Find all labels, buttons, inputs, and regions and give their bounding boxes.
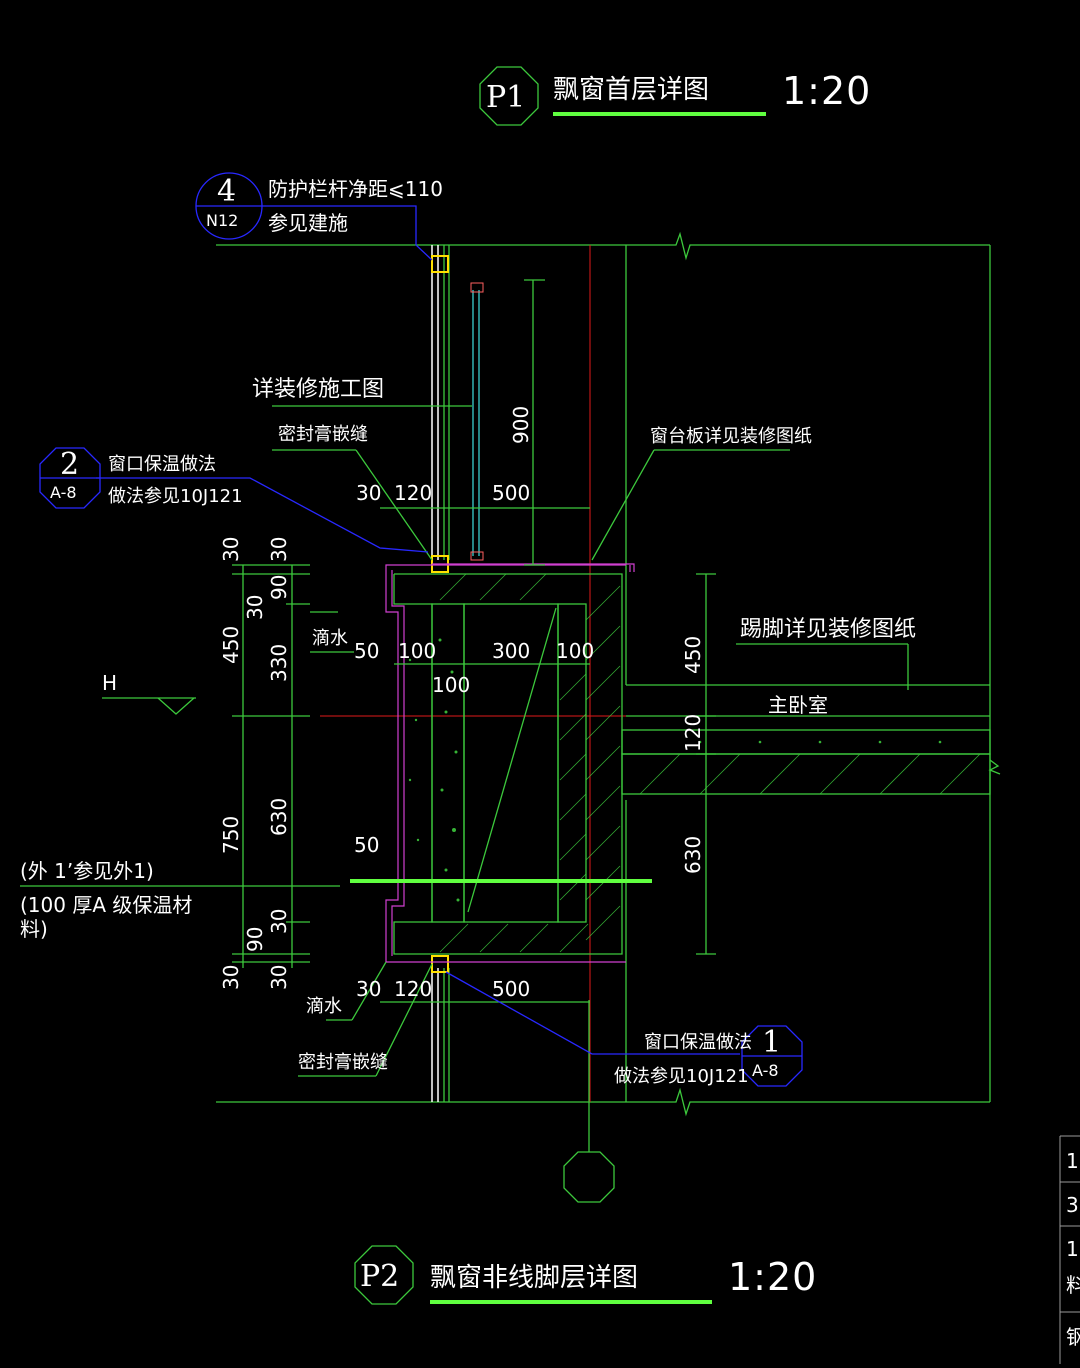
annotation-notes: 详装修施工图 密封膏嵌缝 窗台板详见装修图纸 滴水 踢脚详见装修图纸 主卧室 H… [20, 377, 916, 1073]
p1-symbol-label: P1 [486, 80, 525, 115]
note-sill-board: 窗台板详见装修图纸 [650, 426, 812, 447]
note-sealant-top: 密封膏嵌缝 [278, 423, 368, 445]
dim-left-30d: 30 [267, 909, 291, 934]
ref-1-number: 1 [762, 1025, 781, 1060]
dim-right-450: 450 [681, 636, 705, 674]
ref-2-number: 2 [60, 447, 79, 482]
ref-4-sheet: N12 [206, 211, 238, 230]
note-ext-ref: (外 1’参见外1) [20, 859, 154, 883]
ref-4-line1: 防护栏杆净距⩽110 [268, 177, 443, 201]
dim-bot-120: 120 [394, 977, 432, 1001]
dim-right-630: 630 [681, 836, 705, 874]
ref-bubble-2-a8: 2 A-8 窗口保温做法 做法参见10J121 [39, 447, 243, 509]
dim-left-30e: 30 [219, 965, 243, 990]
p1-scale: 1:20 [782, 69, 871, 113]
note-drip-bottom: 滴水 [306, 996, 342, 1017]
dim-left-330: 330 [267, 644, 291, 682]
dim-in-100b: 100 [556, 639, 594, 663]
dimension-lines [102, 279, 716, 1003]
note-insulation-1: (100 厚A 级保温材 [20, 893, 192, 917]
dim-in-100a: 100 [398, 639, 436, 663]
leaders [20, 205, 909, 1077]
dim-left-750: 750 [219, 816, 243, 854]
side-table-row-5: 钢 [1066, 1325, 1080, 1349]
dim-in-300: 300 [492, 639, 530, 663]
note-insulation-2: 料) [20, 917, 48, 941]
p1-symbol-octagon [479, 66, 539, 126]
top-title-block: P1 飘窗首层详图 1:20 [479, 66, 871, 126]
p2-scale: 1:20 [728, 1255, 817, 1299]
side-table-row-3: 1 [1066, 1237, 1079, 1261]
p2-symbol-octagon [354, 1245, 414, 1305]
dim-left-30c: 30 [243, 595, 267, 620]
ref-1-line2: 做法参见10J121 [614, 1066, 749, 1087]
dim-top-30: 30 [356, 481, 381, 505]
dim-bot-500: 500 [492, 977, 530, 1001]
ref-4-line2: 参见建施 [268, 211, 348, 235]
dim-left-30f: 30 [267, 965, 291, 990]
note-master-bedroom: 主卧室 [768, 693, 828, 717]
ref-2-line2: 做法参见10J121 [108, 486, 243, 507]
ref-1-sheet: A-8 [752, 1061, 779, 1080]
dim-left-450: 450 [219, 626, 243, 664]
note-sealant-bottom: 密封膏嵌缝 [298, 1051, 388, 1073]
dim-top-500: 500 [492, 481, 530, 505]
note-drip-top: 滴水 [312, 628, 348, 649]
dim-right-120: 120 [681, 714, 705, 752]
ref-4-number: 4 [217, 174, 236, 209]
p1-title: 飘窗首层详图 [553, 75, 709, 105]
ref-1-line1: 窗口保温做法 [644, 1032, 752, 1053]
dim-in-100c: 100 [432, 673, 470, 697]
p2-symbol-label: P2 [360, 1259, 399, 1294]
side-table-row-2: 3 [1066, 1193, 1079, 1217]
p2-title: 飘窗非线脚层详图 [430, 1263, 638, 1293]
note-decoration: 详装修施工图 [252, 377, 384, 402]
dim-bot-30: 30 [356, 977, 381, 1001]
dim-left-630: 630 [267, 798, 291, 836]
dim-left-30a: 30 [219, 537, 243, 562]
bay-window-section [350, 563, 981, 963]
axis-octagon [563, 1151, 615, 1203]
dim-guard-900: 900 [509, 406, 533, 444]
dim-left-30b: 30 [267, 537, 291, 562]
side-table-row-1: 1: [1066, 1149, 1080, 1173]
level-mark-h: H [102, 671, 117, 695]
side-table-fragment: 1: 3 1 料 钢 [1059, 1135, 1080, 1364]
dim-in-50b: 50 [354, 833, 379, 857]
dim-left-90b: 90 [243, 927, 267, 952]
ref-bubble-4-n12: 4 N12 防护栏杆净距⩽110 参见建施 [195, 172, 443, 240]
dim-left-90a: 90 [267, 575, 291, 600]
ref-2-line1: 窗口保温做法 [108, 454, 216, 475]
ref-bubble-1-a8: 1 A-8 窗口保温做法 做法参见10J121 [614, 1025, 803, 1087]
bottom-title-block: P2 飘窗非线脚层详图 1:20 [354, 1245, 817, 1305]
dim-top-120: 120 [394, 481, 432, 505]
ref-2-sheet: A-8 [50, 483, 77, 502]
dim-in-50: 50 [354, 639, 379, 663]
note-skirting: 踢脚详见装修图纸 [740, 617, 916, 642]
dimension-text: 30 120 500 900 30 30 90 30 450 330 630 7… [219, 406, 705, 1001]
side-table-row-4: 料 [1066, 1273, 1080, 1297]
